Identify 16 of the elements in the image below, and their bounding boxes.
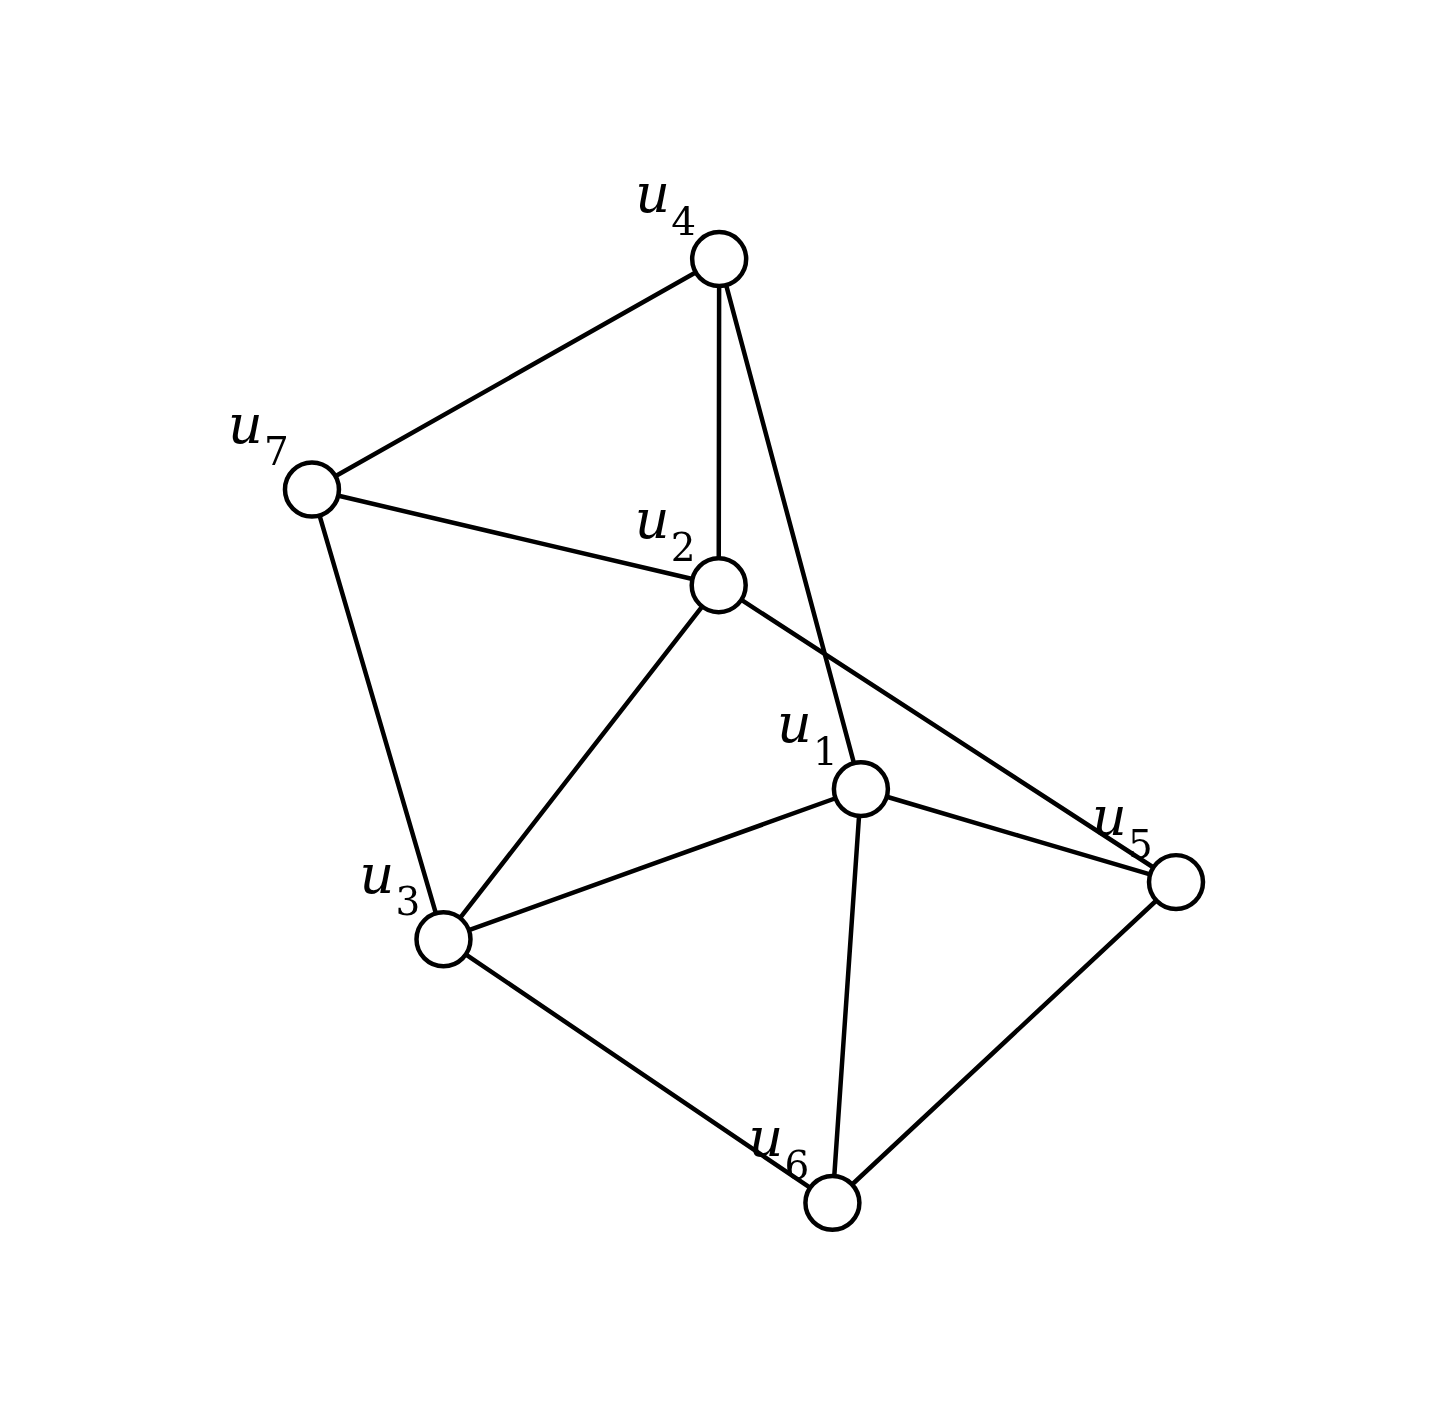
node-label: u$_{4}$ (635, 162, 696, 244)
connector (458, 605, 704, 919)
connector (468, 796, 836, 933)
connector (335, 270, 697, 478)
connector (317, 515, 438, 914)
connector (338, 493, 692, 581)
connector (464, 952, 811, 1190)
node-label: u$_{7}$ (228, 392, 289, 475)
connector (740, 598, 1154, 869)
node-label: u$_{2}$ (634, 488, 696, 570)
node-label: u$_{1}$ (776, 692, 838, 774)
connector (832, 816, 862, 1176)
connector (851, 899, 1158, 1186)
connector (716, 286, 722, 558)
node-circle (831, 759, 891, 819)
node-label: u$_{3}$ (359, 842, 421, 925)
